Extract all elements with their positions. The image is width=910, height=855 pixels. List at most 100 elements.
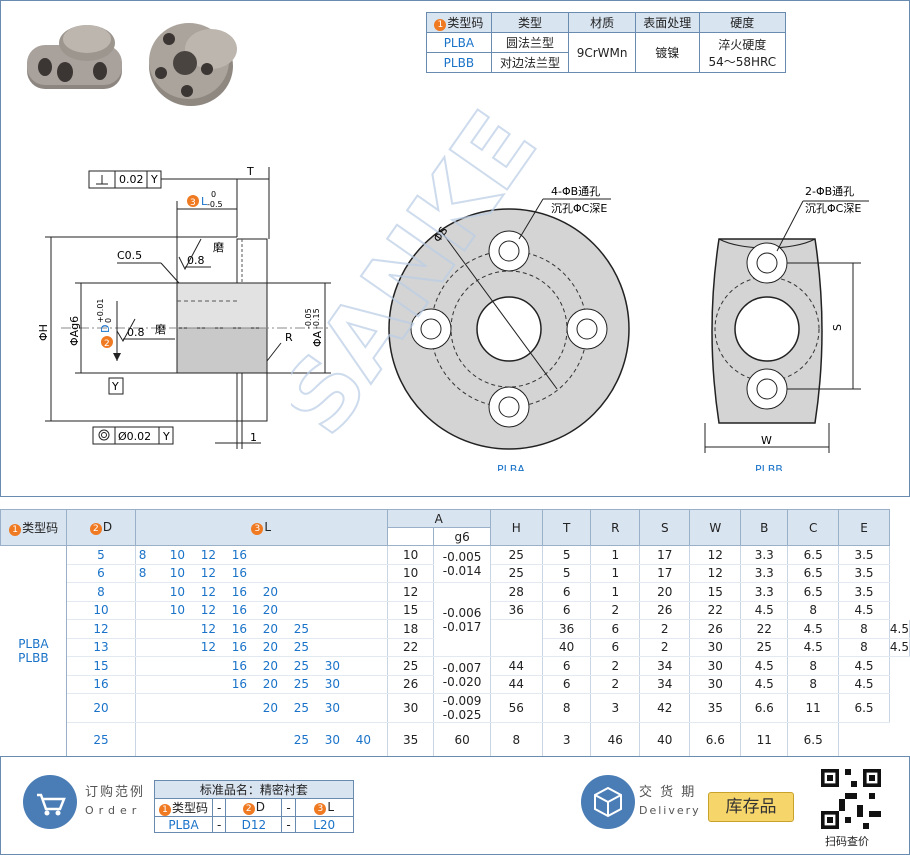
- spec-type: 对边法兰型: [490, 52, 570, 73]
- col-H: H: [489, 509, 543, 546]
- cell-D: 13: [66, 638, 136, 657]
- caption-plba: PLBA: [497, 463, 525, 471]
- cell-R: 3: [542, 722, 592, 757]
- product-photo-plbb: [27, 25, 122, 89]
- spec-surface: 镀镍: [635, 32, 700, 73]
- col-T: T: [541, 509, 592, 546]
- cell-C: 6.5: [787, 545, 840, 565]
- svg-text:3: 3: [190, 198, 196, 208]
- cell-R: 2: [590, 601, 641, 620]
- cell-C: 8: [787, 675, 840, 694]
- cell-C: 6.5: [787, 582, 840, 602]
- svg-text:2: 2: [104, 339, 110, 349]
- cell-A: 26: [387, 675, 435, 694]
- roughness-2: 0.8: [127, 326, 145, 339]
- qr-code[interactable]: [821, 769, 881, 829]
- order-dash: -: [281, 816, 296, 833]
- cell-E: 3.5: [838, 545, 890, 565]
- D-label: D: [99, 325, 112, 333]
- plbb-front-view: 2-ΦB通孔 沉孔ΦC深E S W PLBB: [704, 185, 869, 471]
- chamfer-label: C0.5: [117, 249, 142, 262]
- cell-S: 26: [639, 601, 691, 620]
- cell-R: 2: [590, 656, 641, 676]
- cell-S: 30: [689, 638, 742, 657]
- cell-E: 4.5: [838, 656, 890, 676]
- cell-R: 2: [639, 638, 691, 657]
- cell-S: 42: [639, 693, 691, 723]
- spec-header-surface: 表面处理: [635, 12, 700, 33]
- cell-A: 12: [387, 582, 435, 602]
- cell-H: 28: [490, 582, 543, 602]
- order-val-L: L20: [294, 816, 354, 833]
- stock-badge: 库存品: [708, 792, 794, 822]
- cell-W: 12: [689, 564, 742, 583]
- cell-D: 8: [66, 582, 136, 602]
- cell-A: 25: [387, 656, 435, 676]
- cell-B: 3.3: [740, 582, 789, 602]
- order-dash: -: [211, 798, 227, 817]
- cell-S: 20: [639, 582, 691, 602]
- L-label: L: [201, 195, 208, 208]
- col-B: B: [740, 509, 789, 546]
- cell-T: 6: [542, 601, 592, 620]
- conc-datum: Y: [162, 430, 170, 443]
- spec-header-hardness: 硬度: [698, 12, 787, 33]
- spec-code: PLBA: [426, 32, 492, 53]
- cell-B: 3.3: [740, 545, 789, 565]
- cell-W: 15: [689, 582, 742, 602]
- col-g6: g6: [433, 527, 491, 546]
- spec-header-type: 类型: [490, 12, 570, 33]
- order-val-type: PLBA: [154, 816, 213, 833]
- spec-type: 圆法兰型: [490, 32, 570, 53]
- order-val-D: D12: [225, 816, 283, 833]
- cell-T: 6: [542, 656, 592, 676]
- cell-C: 6.5: [787, 564, 840, 583]
- cell-D: 5: [66, 545, 136, 565]
- cell-E: 3.5: [838, 582, 890, 602]
- cell-B: 4.5: [787, 619, 840, 639]
- cell-W: 40: [639, 722, 691, 757]
- cell-A: 10: [387, 545, 435, 565]
- cell-R: 2: [590, 675, 641, 694]
- cell-H: 36: [542, 619, 592, 639]
- cell-W: 12: [689, 545, 742, 565]
- cell-H: 44: [490, 675, 543, 694]
- datum-Y: Y: [111, 380, 119, 393]
- cell-W: 22: [740, 619, 789, 639]
- cell-A: 22: [387, 638, 435, 657]
- delivery-box-icon: [581, 775, 635, 829]
- cell-D: 6: [66, 564, 136, 583]
- hole-note-b2: 沉孔ΦC深E: [805, 202, 861, 215]
- cell-D: 12: [66, 619, 136, 639]
- cell-A: 18: [387, 619, 435, 639]
- cell-T: 6: [590, 619, 641, 639]
- cell-R: 2: [639, 619, 691, 639]
- cell-g6: -0.005-0.014: [433, 545, 491, 583]
- col-R: R: [590, 509, 641, 546]
- cell-D: 20: [66, 693, 136, 723]
- perp-tolerance: 0.02: [119, 173, 144, 186]
- cell-E: 3.5: [838, 564, 890, 583]
- cell-T: 5: [542, 545, 592, 565]
- col-S: S: [639, 509, 691, 546]
- hole-note-a1: 4-ΦB通孔: [551, 185, 600, 198]
- col-A: A: [386, 509, 491, 528]
- D-tol-upper: +0.01: [96, 298, 105, 323]
